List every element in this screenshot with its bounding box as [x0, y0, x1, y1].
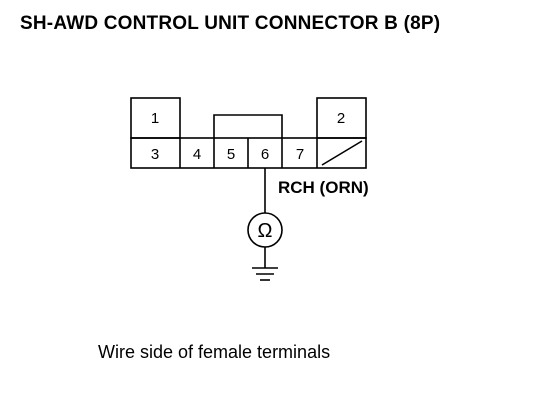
diagram-title: SH-AWD CONTROL UNIT CONNECTOR B (8P)	[20, 13, 441, 34]
ground-icon	[252, 267, 278, 281]
terminal-4-label: 4	[193, 146, 201, 163]
wire-label: RCH (ORN)	[278, 178, 369, 197]
locking-tab	[213, 114, 283, 138]
terminal-3-label: 3	[151, 146, 159, 163]
terminal-1-label: 1	[151, 110, 159, 127]
terminal-2-label: 2	[337, 110, 345, 127]
terminal-5-label: 5	[227, 146, 235, 163]
diagram-caption: Wire side of female terminals	[98, 342, 331, 362]
empty-cavity-slash	[321, 140, 363, 166]
terminal-7-label: 7	[296, 146, 304, 163]
terminal-6-label: 6	[261, 146, 269, 163]
ohm-icon: Ω	[258, 220, 273, 242]
